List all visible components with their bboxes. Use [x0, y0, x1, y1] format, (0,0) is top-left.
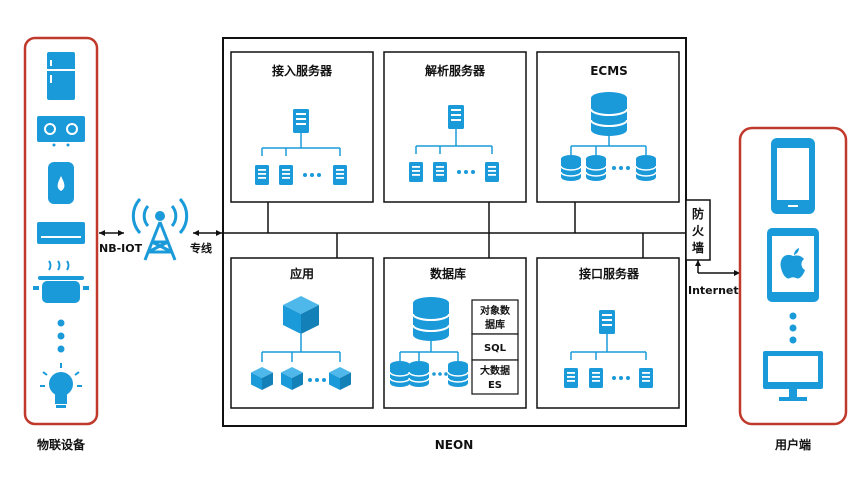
stove-icon	[37, 116, 85, 147]
ellipsis-dots	[457, 170, 475, 174]
apple-phone-icon	[767, 228, 819, 302]
server-icon	[255, 165, 269, 185]
server-icon	[333, 165, 347, 185]
internet-link: Internet	[688, 260, 740, 297]
server-icon	[279, 165, 293, 185]
nbiot-link: NB-IOT	[99, 230, 143, 255]
user-end-border	[738, 126, 848, 426]
access-server-title: 接入服务器	[272, 63, 333, 78]
parse-server-box: 解析服务器	[383, 51, 527, 203]
firewall-char-2: 火	[692, 224, 705, 238]
access-server-box: 接入服务器	[230, 51, 374, 203]
firewall: 防 火 墙	[685, 199, 711, 261]
server-icon	[639, 368, 653, 388]
neon-platform: NEON 接入服务器	[222, 37, 687, 452]
server-icon	[589, 368, 603, 388]
server-icon	[599, 310, 615, 334]
ellipsis-dots	[303, 173, 321, 177]
db-type-sql: SQL	[484, 343, 507, 354]
dedicated-line-link: 专线	[190, 230, 222, 255]
database-icon	[408, 360, 430, 388]
server-icon	[409, 162, 423, 182]
db-type-stack: 对象数 据库 SQL 大数据 ES	[471, 299, 519, 395]
neon-label: NEON	[435, 438, 473, 452]
db-type-bigdata-line1: 大数据	[480, 364, 510, 377]
database-icon	[389, 360, 411, 388]
ecms-box: ECMS	[536, 51, 680, 203]
server-icon	[293, 109, 309, 133]
bus-lines	[223, 202, 686, 258]
fridge-icon	[47, 52, 75, 100]
ellipsis-dots	[432, 372, 448, 376]
iot-devices-group: 物联设备	[23, 36, 99, 452]
application-box: 应用	[230, 257, 374, 409]
db-type-bigdata-line2: ES	[488, 380, 502, 391]
monitor-icon	[763, 351, 823, 401]
dedicated-line-label: 专线	[190, 241, 212, 255]
user-end-label: 用户端	[774, 437, 811, 452]
database-icon	[412, 296, 450, 342]
server-icon	[564, 368, 578, 388]
light-bulb-icon	[40, 363, 82, 408]
ellipsis-dots	[612, 376, 630, 380]
more-devices-dots	[789, 312, 797, 344]
air-conditioner-icon	[37, 222, 85, 244]
interface-server-title: 接口服务器	[579, 266, 640, 281]
ellipsis-dots	[612, 166, 630, 170]
iot-devices-label: 物联设备	[37, 437, 86, 452]
server-icon	[485, 162, 499, 182]
server-icon	[433, 162, 447, 182]
parse-server-title: 解析服务器	[425, 63, 486, 78]
server-icon	[448, 105, 464, 129]
ellipsis-dots	[308, 378, 326, 382]
iot-border	[23, 36, 99, 426]
database-icon	[585, 154, 607, 182]
cell-tower-icon	[131, 197, 189, 261]
database-icon	[447, 360, 469, 388]
internet-label: Internet	[688, 284, 739, 297]
application-title: 应用	[290, 266, 314, 281]
database-icon	[560, 154, 582, 182]
database-title: 数据库	[430, 266, 466, 281]
nbiot-label: NB-IOT	[99, 242, 143, 255]
phone-icon	[771, 138, 815, 214]
db-type-object-line1: 对象数	[480, 304, 511, 317]
user-end-group: 用户端	[738, 126, 848, 452]
db-type-object-line2: 据库	[485, 318, 505, 331]
firewall-char-1: 防	[692, 206, 704, 221]
database-icon	[635, 154, 657, 182]
database-icon	[590, 91, 628, 137]
cooking-pot-icon	[33, 260, 89, 303]
interface-server-box: 接口服务器	[536, 257, 680, 409]
ecms-title: ECMS	[590, 64, 628, 78]
database-box: 数据库 对象数 据库 SQL 大数据 ES	[383, 257, 527, 409]
firewall-char-3: 墙	[692, 240, 704, 255]
more-devices-dots	[57, 319, 65, 353]
water-heater-icon	[48, 162, 74, 204]
